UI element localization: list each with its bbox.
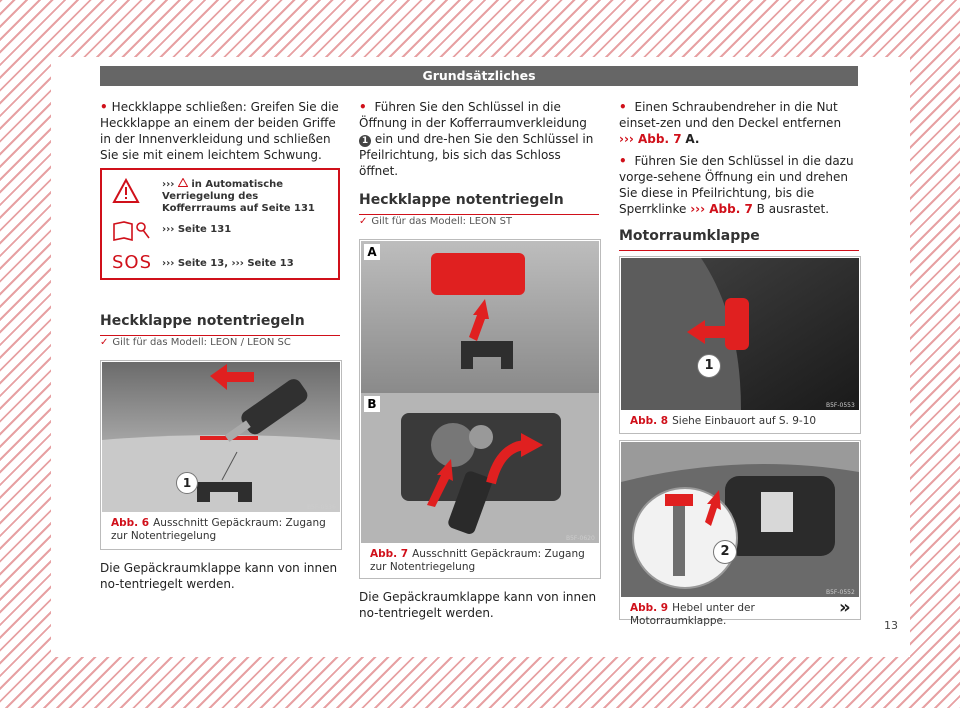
paragraph-inside-release-1: Die Gepäckraumklappe kann von innen no-t… (100, 561, 338, 591)
figure-9-image: 2 B5F-0552 (621, 442, 859, 597)
sos-reference: ››› Seite 13, ››› Seite 13 (162, 258, 294, 269)
figure-7a-image: A (361, 241, 599, 393)
figure-8-image: 1 B5F-0553 (621, 258, 859, 410)
check-icon: ✓ (100, 337, 109, 348)
figure-code: B5F-0552 (826, 589, 855, 596)
callout-1: 1 (176, 472, 198, 494)
paragraph-close-tailgate: Heckklappe schließen: Greifen Sie die He… (100, 99, 340, 163)
figure-part-a: A (364, 244, 380, 260)
paragraph-insert-key: Führen Sie den Schlüssel in die Öffnung … (359, 99, 599, 179)
applies-to-leon-st: ✓Gilt für das Modell: LEON ST (359, 216, 513, 227)
bullet-screwdriver: Einen Schraubendreher in die Nut einset-… (619, 99, 859, 147)
paragraph-inside-release-2: Die Gepäckraumklappe kann von innen no-t… (359, 590, 597, 620)
bullet-insert-key: Führen Sie den Schlüssel in die dazu vor… (619, 153, 859, 217)
figure-code: B5F-0553 (826, 402, 855, 409)
callout-2: 2 (713, 540, 737, 564)
figure-reference[interactable]: ››› Abb. 7 (690, 202, 753, 216)
sos-icon: SOS (112, 252, 153, 273)
figure-6-image: 1 B5F-0336 (102, 362, 340, 512)
page-header: Grundsätzliches (100, 66, 858, 86)
column-3: Einen Schraubendreher in die Nut einset-… (619, 99, 859, 223)
warning-reference: ››› in Automatische Verriegelung des Kof… (162, 177, 315, 214)
figure-code: B5F-0620 (566, 535, 595, 542)
warning-triangle-icon (112, 178, 140, 203)
section-title-leon-st: Heckklappe notentriegeln (359, 192, 599, 215)
figure-code: B5F-0336 (307, 504, 336, 511)
continue-mark: » (839, 597, 851, 618)
section-title-bonnet: Motorraumklappe (619, 228, 859, 251)
manual-reference: ››› Seite 131 (162, 224, 232, 235)
figure-7b-image: B B5F-0620 (361, 393, 599, 543)
callout-1: 1 (697, 354, 721, 378)
section-title-leon: Heckklappe notentriegeln (100, 313, 340, 336)
column-1: Heckklappe schließen: Greifen Sie die He… (100, 99, 340, 169)
column-2: Führen Sie den Schlüssel in die Öffnung … (359, 99, 599, 185)
figure-reference[interactable]: ››› Abb. 7 (619, 132, 682, 146)
page-number: 13 (884, 619, 898, 632)
inline-callout-1: 1 (359, 135, 371, 147)
warning-box: ››› in Automatische Verriegelung des Kof… (100, 168, 340, 280)
figure-part-b: B (364, 396, 380, 412)
small-warning-icon (177, 177, 189, 187)
check-icon: ✓ (359, 216, 368, 227)
book-wrench-icon (113, 221, 150, 242)
applies-to-leon: ✓Gilt für das Modell: LEON / LEON SC (100, 337, 291, 348)
